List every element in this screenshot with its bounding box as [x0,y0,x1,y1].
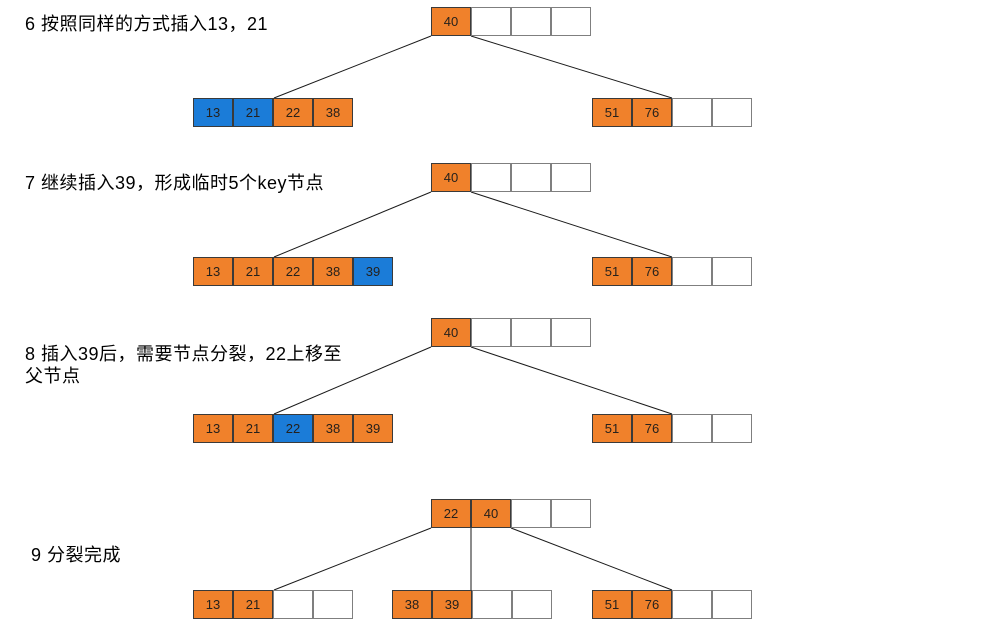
tree-cell-empty [672,414,712,443]
tree-cell-empty [712,257,752,286]
tree-cell-empty [471,163,511,192]
step-caption-7: 7 继续插入39，形成临时5个key节点 [25,173,325,193]
tree-cell-13: 13 [193,257,233,286]
tree-cell-empty [551,499,591,528]
tree-cell-39: 39 [353,257,393,286]
tree-cell-39: 39 [432,590,472,619]
tree-cell-51: 51 [592,98,632,127]
tree-cell-21: 21 [233,590,273,619]
tree-edge [470,35,673,99]
tree-cell-51: 51 [592,590,632,619]
tree-cell-39: 39 [353,414,393,443]
tree-cell-38: 38 [313,98,353,127]
tree-cell-empty [712,590,752,619]
tree-cell-76: 76 [632,414,672,443]
tree-cell-empty [672,590,712,619]
tree-cell-51: 51 [592,414,632,443]
step7-node-root: 40 [431,163,591,192]
tree-cell-13: 13 [193,590,233,619]
tree-cell-empty [551,163,591,192]
tree-cell-40: 40 [431,7,471,36]
tree-cell-13: 13 [193,414,233,443]
tree-cell-21: 21 [233,257,273,286]
tree-edge [470,191,673,258]
tree-cell-empty [551,318,591,347]
tree-cell-empty [472,590,512,619]
tree-cell-40: 40 [431,163,471,192]
step-caption-9: 9 分裂完成 [31,545,122,565]
tree-cell-40: 40 [471,499,511,528]
tree-cell-empty [511,163,551,192]
tree-cell-empty [471,7,511,36]
step6-node-root: 40 [431,7,591,36]
tree-cell-empty [511,7,551,36]
tree-cell-13: 13 [193,98,233,127]
tree-edge [273,191,432,258]
tree-cell-empty [712,414,752,443]
tree-cell-empty [511,318,551,347]
tree-edge [273,527,432,591]
step8-node-root: 40 [431,318,591,347]
step-caption-8: 8 插入39后，需要节点分裂，22上移至 父节点 [25,344,343,386]
tree-edge [470,346,673,415]
tree-cell-empty [672,98,712,127]
tree-cell-empty [672,257,712,286]
tree-cell-76: 76 [632,590,672,619]
tree-cell-22: 22 [431,499,471,528]
tree-cell-empty [511,499,551,528]
tree-edge [273,35,432,99]
tree-edge [510,527,673,591]
tree-cell-empty [273,590,313,619]
tree-cell-22: 22 [273,257,313,286]
tree-cell-empty [712,98,752,127]
tree-cell-empty [471,318,511,347]
tree-cell-51: 51 [592,257,632,286]
tree-cell-22: 22 [273,414,313,443]
tree-cell-38: 38 [313,414,353,443]
tree-cell-empty [551,7,591,36]
tree-cell-empty [512,590,552,619]
tree-cell-22: 22 [273,98,313,127]
tree-cell-76: 76 [632,257,672,286]
tree-cell-38: 38 [313,257,353,286]
tree-cell-21: 21 [233,98,273,127]
tree-cell-76: 76 [632,98,672,127]
tree-cell-empty [313,590,353,619]
tree-cell-40: 40 [431,318,471,347]
step-caption-6: 6 按照同样的方式插入13，21 [25,14,269,34]
tree-cell-21: 21 [233,414,273,443]
tree-cell-38: 38 [392,590,432,619]
